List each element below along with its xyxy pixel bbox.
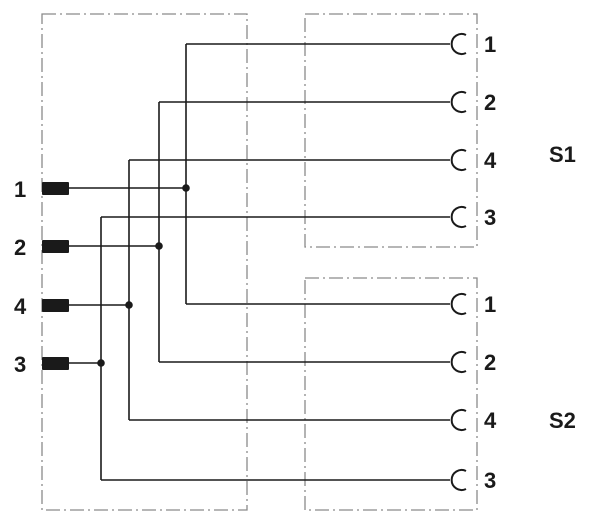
s2-socket-3	[450, 469, 467, 491]
male-pin-2	[42, 240, 69, 253]
s1-socket-1	[450, 33, 467, 55]
male-pin-3	[42, 357, 69, 370]
s1-socket-label: 1	[484, 32, 496, 57]
junction-dot-pin-3	[97, 359, 105, 367]
s1-socket-3	[450, 206, 467, 228]
s2-connector-frame	[304, 277, 478, 511]
s1-socket-2	[450, 91, 467, 113]
s2-socket-label: 1	[484, 292, 496, 317]
left-pin-label: 2	[14, 235, 26, 260]
left-pin-label: 1	[14, 177, 26, 202]
s1-socket-4	[450, 149, 467, 171]
s1-connector-frame	[304, 13, 478, 248]
wires	[66, 43, 450, 481]
left-connector-frame	[41, 13, 248, 511]
s2-socket-1	[450, 293, 467, 315]
s2-socket-label: 4	[484, 408, 497, 433]
s1-output-name: S1	[549, 142, 576, 167]
s2-socket-label: 3	[484, 468, 496, 493]
s1-socket-label: 4	[484, 148, 497, 173]
male-pin-1	[42, 182, 69, 195]
junction-dot-pin-4	[125, 301, 133, 309]
s2-output-name: S2	[549, 408, 576, 433]
s1-socket-label: 3	[484, 205, 496, 230]
socket-labels: 1 2 4 3 1 2 4 3	[484, 32, 497, 493]
junctions	[97, 184, 190, 367]
s2-socket-2	[450, 351, 467, 373]
left-pin-label: 3	[14, 352, 26, 377]
left-pin-labels: 1 2 4 3	[14, 177, 27, 377]
left-pins	[42, 182, 69, 370]
male-pin-4	[42, 299, 69, 312]
s2-socket-4	[450, 409, 467, 431]
sockets	[450, 33, 467, 491]
s2-socket-label: 2	[484, 350, 496, 375]
s1-socket-label: 2	[484, 90, 496, 115]
junction-dot-pin-1	[182, 184, 190, 192]
junction-dot-pin-2	[155, 242, 163, 250]
left-pin-label: 4	[14, 294, 27, 319]
